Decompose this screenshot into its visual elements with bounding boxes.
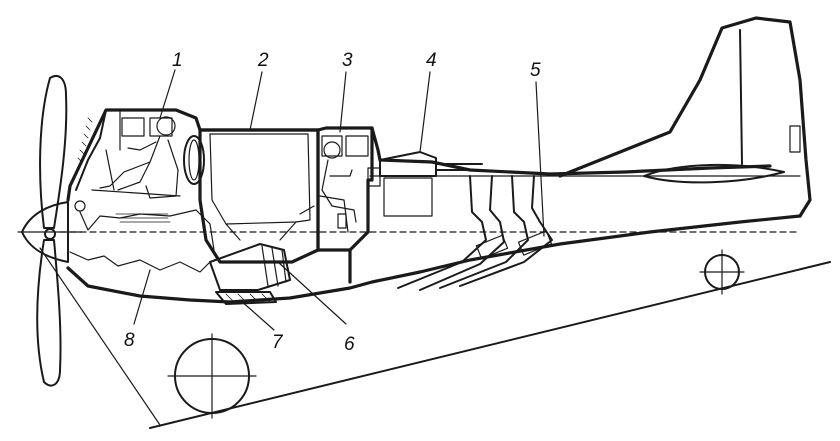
callout-4: 4	[426, 50, 437, 71]
callout-6: 6	[344, 334, 355, 355]
callout-7: 7	[272, 332, 284, 353]
callout-5: 5	[530, 60, 541, 81]
fuel-tank	[183, 128, 320, 264]
fuselage	[59, 108, 802, 304]
callout-2: 2	[257, 50, 269, 71]
pilot-cabin	[75, 109, 181, 199]
gunner-cabin	[316, 126, 381, 284]
ground-line	[149, 261, 831, 429]
main-wheel	[167, 333, 257, 419]
propeller	[17, 75, 83, 387]
ground-line-left	[39, 247, 161, 426]
gun-turret	[379, 151, 483, 217]
cannon-battery	[397, 175, 553, 291]
callout-8: 8	[124, 330, 135, 351]
callout-3: 3	[342, 50, 353, 71]
engine	[69, 200, 291, 305]
spinner	[21, 201, 69, 263]
leader-lines	[133, 69, 545, 331]
callout-1: 1	[172, 50, 183, 71]
tail-fin	[558, 16, 812, 218]
callout-labels: 1 2 3 4 5 6 7 8	[124, 50, 541, 355]
tail-wheel	[699, 249, 745, 295]
